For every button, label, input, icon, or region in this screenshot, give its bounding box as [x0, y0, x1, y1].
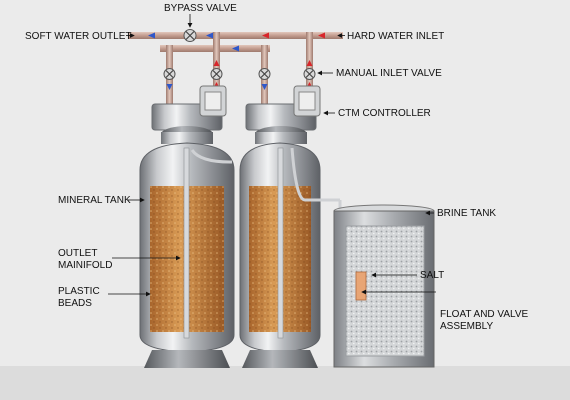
label-hard-water-inlet: HARD WATER INLET — [347, 31, 444, 42]
label-salt: SALT — [420, 270, 444, 281]
mineral-tank-right — [239, 142, 321, 368]
label-mineral-tank: MINERAL TANK — [58, 195, 131, 206]
bypass-valve-icon — [183, 29, 197, 42]
label-float-line2: ASSEMBLY — [440, 321, 493, 332]
leader-lines — [108, 14, 436, 297]
flow-arrows — [148, 32, 325, 90]
controller-head-left — [151, 85, 227, 144]
label-outlet-line2: MAINIFOLD — [58, 260, 112, 271]
label-plastic-line2: BEADS — [58, 298, 92, 309]
label-float-line1: FLOAT AND VALVE — [440, 309, 529, 320]
label-manual-inlet-valve: MANUAL INLET VALVE — [336, 68, 442, 79]
mineral-tank-left — [139, 142, 235, 368]
label-soft-water-outlet: SOFT WATER OUTLET — [25, 31, 131, 42]
floor — [0, 366, 570, 400]
manual-valve-icon — [163, 68, 316, 80]
label-outlet-line1: OUTLET — [58, 248, 97, 259]
label-bypass-valve: BYPASS VALVE — [164, 3, 237, 14]
label-ctm-controller: CTM CONTROLLER — [338, 108, 431, 119]
label-plastic-line1: PLASTIC — [58, 286, 100, 297]
label-brine-tank: BRINE TANK — [437, 208, 496, 219]
brine-tank — [333, 204, 435, 368]
float-icon — [355, 271, 367, 301]
controller-head-right — [245, 85, 321, 144]
